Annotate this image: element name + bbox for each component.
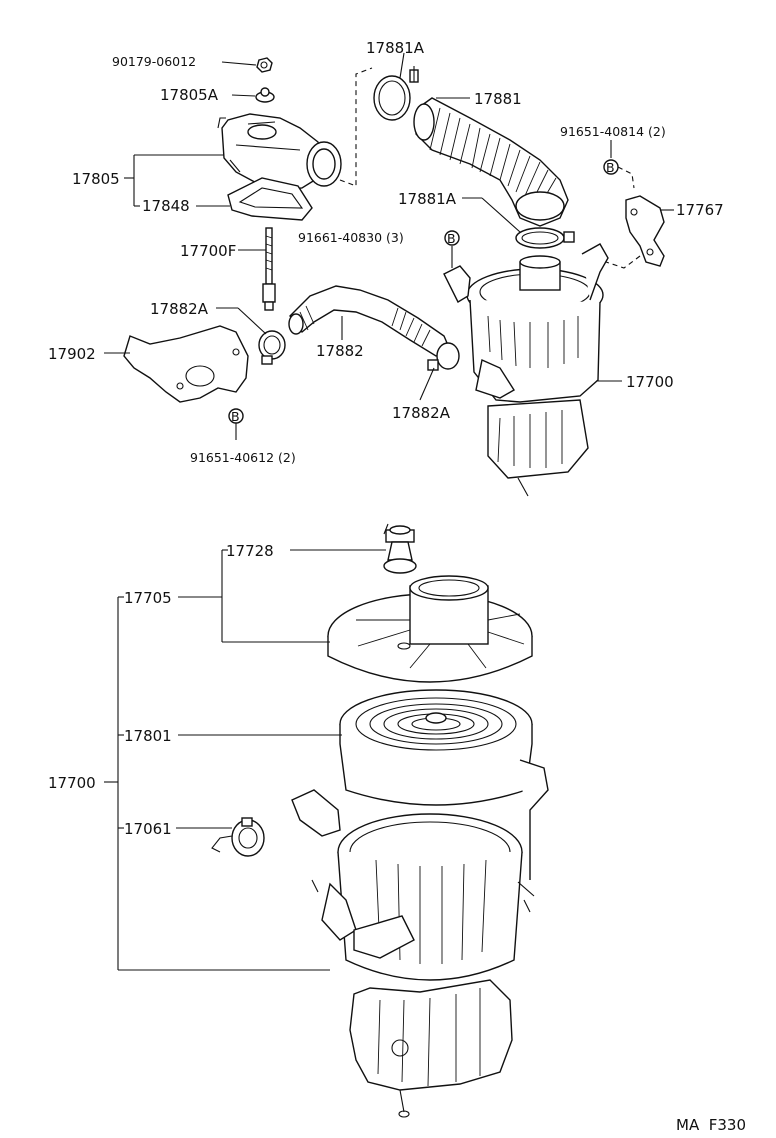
resonator-part bbox=[217, 113, 342, 191]
label-17881: 17881 bbox=[474, 90, 522, 108]
label-17767: 17767 bbox=[676, 201, 724, 219]
bolt-marker-text: B bbox=[447, 231, 456, 246]
label-91651-40612: 91651-40612 (2) bbox=[190, 450, 296, 465]
label-17728: 17728 bbox=[226, 542, 274, 560]
hose-clamp-top-part bbox=[373, 66, 419, 121]
shield-17902-part bbox=[123, 325, 249, 403]
bolt-marker-40830: B bbox=[444, 230, 460, 246]
label-17902: 17902 bbox=[48, 345, 96, 363]
label-17700-bottom: 17700 bbox=[48, 774, 96, 792]
label-91651-40814: 91651-40814 (2) bbox=[560, 124, 666, 139]
nut-part bbox=[256, 57, 273, 73]
grommet-part bbox=[255, 87, 275, 103]
label-17705: 17705 bbox=[124, 589, 172, 607]
bolt-marker-40612: B bbox=[228, 408, 244, 440]
hose-clamp-left-part bbox=[258, 330, 286, 365]
stud-bolt-part bbox=[262, 227, 276, 311]
air-filter-element-part bbox=[339, 689, 533, 806]
air-cleaner-cover-part bbox=[327, 575, 533, 683]
label-17700F: 17700F bbox=[180, 242, 236, 260]
dust-case-part bbox=[349, 979, 513, 1118]
label-17882A-left: 17882A bbox=[150, 300, 209, 318]
label-17848: 17848 bbox=[142, 197, 190, 215]
air-cleaner-case-part bbox=[291, 759, 549, 981]
label-90179-06012: 90179-06012 bbox=[112, 54, 196, 69]
label-17881A-top: 17881A bbox=[366, 39, 425, 57]
bolt-marker-text: B bbox=[606, 160, 615, 175]
label-17801: 17801 bbox=[124, 727, 172, 745]
gasket-part bbox=[227, 177, 313, 221]
part-labels: 90179-06012 17805A 17805 17848 17881A 17… bbox=[48, 39, 746, 1134]
bracket-17767-part bbox=[605, 195, 665, 269]
label-17700-top: 17700 bbox=[626, 373, 674, 391]
label-17882: 17882 bbox=[316, 342, 364, 360]
hose-clamp-right-part bbox=[427, 342, 460, 371]
label-17061: 17061 bbox=[124, 820, 172, 838]
vacuum-valve-part bbox=[383, 523, 417, 574]
footer-code: MA F330 bbox=[676, 1116, 746, 1134]
intake-hose-part bbox=[413, 97, 569, 227]
label-17882A-right: 17882A bbox=[392, 404, 451, 422]
air-cleaner-assembly-small bbox=[443, 243, 609, 497]
bolt-marker-text: B bbox=[231, 409, 240, 424]
bolt-marker-40814: B bbox=[603, 159, 635, 189]
check-valve-part bbox=[211, 817, 265, 857]
breather-hose-part bbox=[288, 285, 451, 357]
label-17805A: 17805A bbox=[160, 86, 219, 104]
leader-lines bbox=[104, 52, 674, 971]
label-91661-40830: 91661-40830 (3) bbox=[298, 230, 404, 245]
hose-clamp-mid-part bbox=[515, 227, 575, 249]
label-17805: 17805 bbox=[72, 170, 120, 188]
label-17881A-mid: 17881A bbox=[398, 190, 457, 208]
